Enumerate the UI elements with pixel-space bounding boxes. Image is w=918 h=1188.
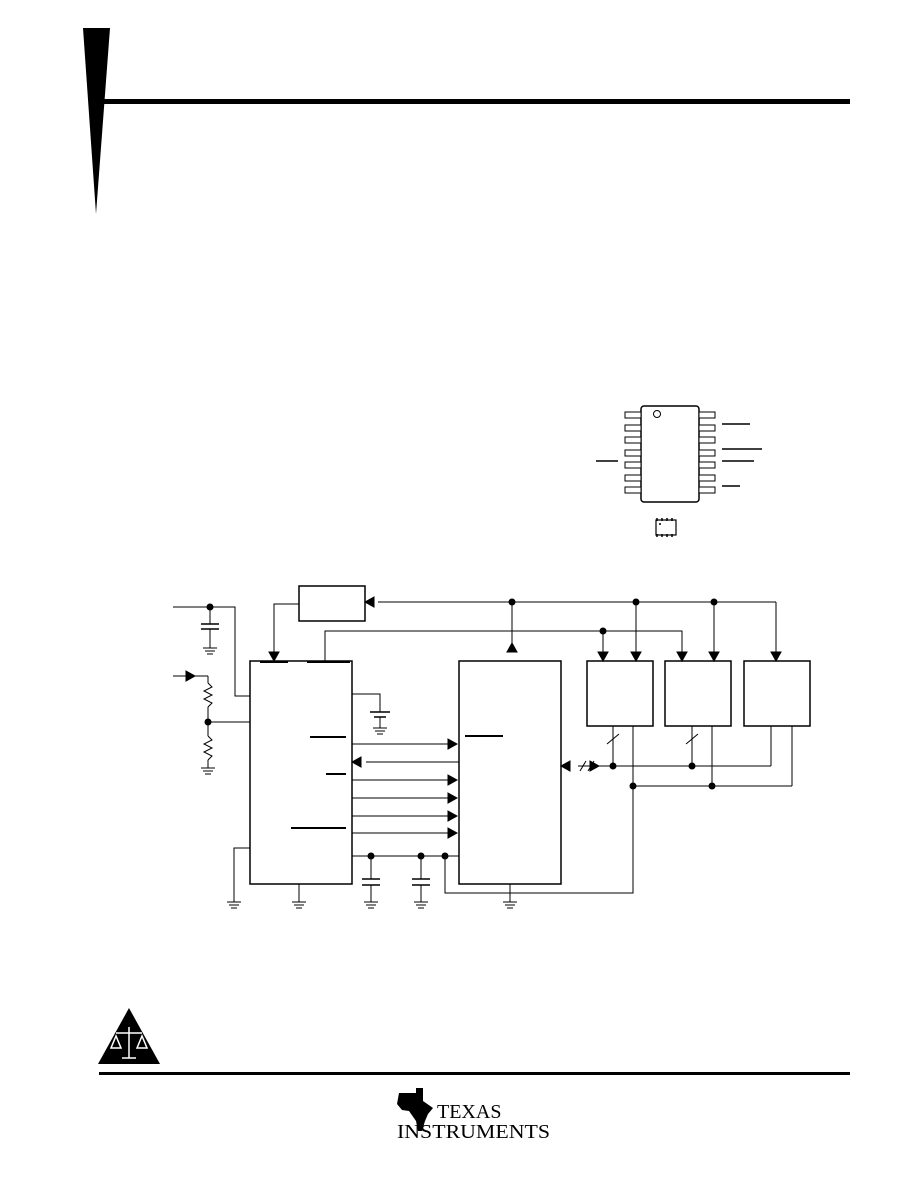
arrowhead-icon bbox=[708, 651, 720, 662]
package-body bbox=[640, 405, 700, 503]
footer-rule bbox=[99, 1072, 850, 1075]
arrowhead-icon bbox=[447, 774, 458, 786]
arrowhead-icon bbox=[597, 651, 609, 662]
processor-block bbox=[458, 660, 562, 885]
arrowhead-icon bbox=[676, 651, 688, 662]
junction-dots bbox=[204, 598, 718, 860]
header-wedge-icon bbox=[83, 28, 110, 214]
arrowhead-icon bbox=[447, 792, 458, 804]
left-pins bbox=[624, 411, 642, 494]
arrowhead-icon bbox=[447, 810, 458, 822]
brand-line-1: TEXAS bbox=[437, 1101, 501, 1123]
arrowhead-icon bbox=[447, 738, 458, 750]
pin1-marker bbox=[653, 410, 661, 418]
peripheral-block-3 bbox=[743, 660, 811, 727]
arrowhead-icon bbox=[630, 651, 642, 662]
active-low-overbars bbox=[596, 423, 762, 487]
arrowhead-icon bbox=[770, 651, 782, 662]
ti-logo-icon bbox=[397, 1088, 433, 1131]
ground-icon bbox=[413, 901, 429, 909]
header bbox=[83, 28, 850, 214]
arrowhead-icon bbox=[447, 827, 458, 839]
arrowhead-icon bbox=[351, 756, 362, 768]
ground-icon bbox=[226, 901, 242, 909]
brand-line-2: INSTRUMENTS bbox=[397, 1121, 550, 1143]
ground-icon bbox=[502, 901, 518, 909]
warning-scales-icon bbox=[98, 1008, 160, 1064]
ground-icon bbox=[363, 901, 379, 909]
peripheral-block-2 bbox=[664, 660, 732, 727]
arrowhead-icon bbox=[364, 596, 375, 608]
resistor-icon bbox=[202, 682, 214, 708]
arrowhead-icon bbox=[560, 760, 571, 772]
ground-icon bbox=[291, 901, 307, 909]
application-schematic bbox=[173, 585, 811, 909]
right-pins bbox=[698, 411, 716, 494]
ground-icon bbox=[202, 647, 218, 655]
resistor-icon bbox=[202, 735, 214, 761]
arrowhead-icon bbox=[268, 651, 280, 662]
ground-icon bbox=[200, 767, 216, 775]
peripheral-block-1 bbox=[586, 660, 654, 727]
package-pinout bbox=[596, 405, 762, 537]
ground-icon bbox=[372, 727, 388, 735]
adc-block bbox=[249, 660, 353, 885]
arrowhead-icon bbox=[506, 642, 518, 653]
arrowhead-icon bbox=[185, 670, 196, 682]
ti-logo: TEXAS INSTRUMENTS bbox=[397, 1088, 550, 1143]
reference-block bbox=[298, 585, 366, 622]
supply-wire bbox=[173, 606, 250, 697]
package-top-view-icon bbox=[655, 518, 677, 537]
block-overbars bbox=[260, 661, 503, 829]
header-rule bbox=[100, 99, 850, 104]
